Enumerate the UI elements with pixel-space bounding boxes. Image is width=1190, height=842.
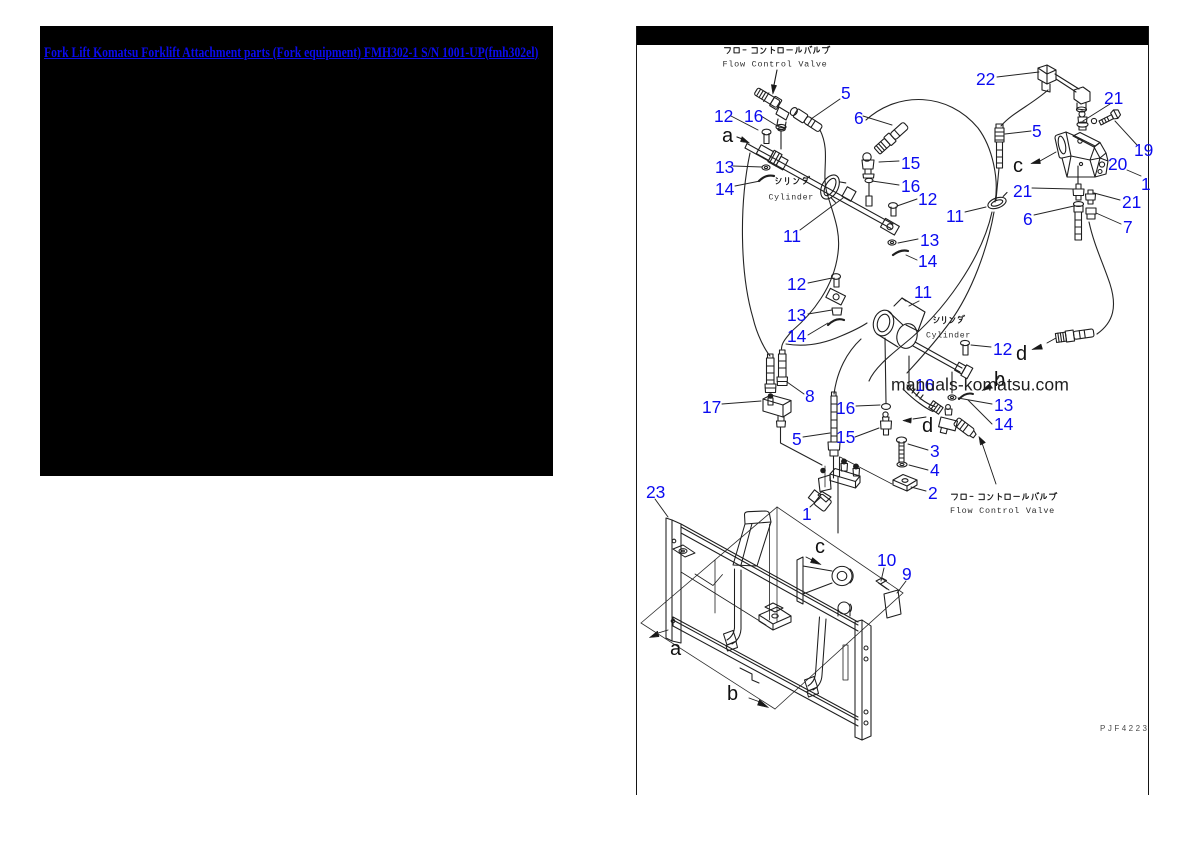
svg-text:20: 20	[1108, 154, 1127, 174]
svg-text:c: c	[1013, 155, 1023, 177]
svg-text:6: 6	[854, 108, 864, 128]
svg-text:12: 12	[787, 274, 806, 294]
svg-text:11: 11	[946, 206, 964, 226]
svg-text:d: d	[1016, 343, 1027, 365]
svg-text:6: 6	[1023, 209, 1033, 229]
svg-text:14: 14	[918, 251, 938, 271]
svg-text:a: a	[670, 638, 682, 660]
svg-text:d: d	[922, 415, 933, 437]
svg-text:b: b	[727, 683, 738, 705]
svg-text:13: 13	[920, 230, 939, 250]
svg-text:13: 13	[715, 157, 734, 177]
svg-text:5: 5	[841, 83, 851, 103]
svg-text:21: 21	[1122, 192, 1141, 212]
svg-text:4: 4	[930, 460, 940, 480]
svg-text:22: 22	[976, 69, 995, 89]
svg-text:8: 8	[805, 386, 815, 406]
svg-text:16: 16	[744, 106, 763, 126]
svg-text:manuals-komatsu.com: manuals-komatsu.com	[891, 375, 1069, 395]
svg-text:Flow Control Valve: Flow Control Valve	[723, 60, 828, 70]
svg-text:PJF4223: PJF4223	[1100, 724, 1148, 733]
svg-text:15: 15	[836, 427, 855, 447]
svg-text:15: 15	[901, 153, 920, 173]
svg-text:5: 5	[1032, 121, 1042, 141]
svg-text:5: 5	[792, 429, 802, 449]
svg-text:11: 11	[914, 282, 932, 302]
svg-text:14: 14	[715, 179, 735, 199]
svg-text:14: 14	[787, 326, 807, 346]
svg-text:19: 19	[1134, 140, 1153, 160]
svg-text:17: 17	[702, 397, 721, 417]
svg-text:3: 3	[930, 441, 940, 461]
svg-text:c: c	[815, 536, 825, 558]
svg-text:16: 16	[901, 176, 920, 196]
svg-text:16: 16	[836, 398, 855, 418]
svg-text:Flow Control Valve: Flow Control Valve	[950, 506, 1055, 516]
svg-text:16: 16	[915, 375, 934, 395]
svg-text:21: 21	[1104, 88, 1123, 108]
svg-text:10: 10	[877, 550, 896, 570]
svg-text:12: 12	[714, 106, 733, 126]
svg-text:9: 9	[902, 564, 912, 584]
svg-text:Cylinder: Cylinder	[769, 193, 815, 203]
svg-text:14: 14	[994, 414, 1014, 434]
svg-text:12: 12	[918, 189, 937, 209]
svg-text:1: 1	[802, 504, 812, 524]
svg-text:a: a	[722, 125, 734, 147]
svg-text:2: 2	[928, 483, 938, 503]
svg-text:13: 13	[787, 305, 806, 325]
svg-text:b: b	[994, 369, 1005, 391]
svg-text:Cylinder: Cylinder	[926, 331, 971, 341]
svg-text:7: 7	[1123, 217, 1133, 237]
svg-text:21: 21	[1013, 181, 1032, 201]
svg-text:23: 23	[646, 482, 665, 502]
svg-text:1: 1	[1141, 174, 1151, 194]
svg-text:11: 11	[783, 226, 801, 246]
svg-text:12: 12	[993, 339, 1012, 359]
svg-text:13: 13	[994, 395, 1013, 415]
